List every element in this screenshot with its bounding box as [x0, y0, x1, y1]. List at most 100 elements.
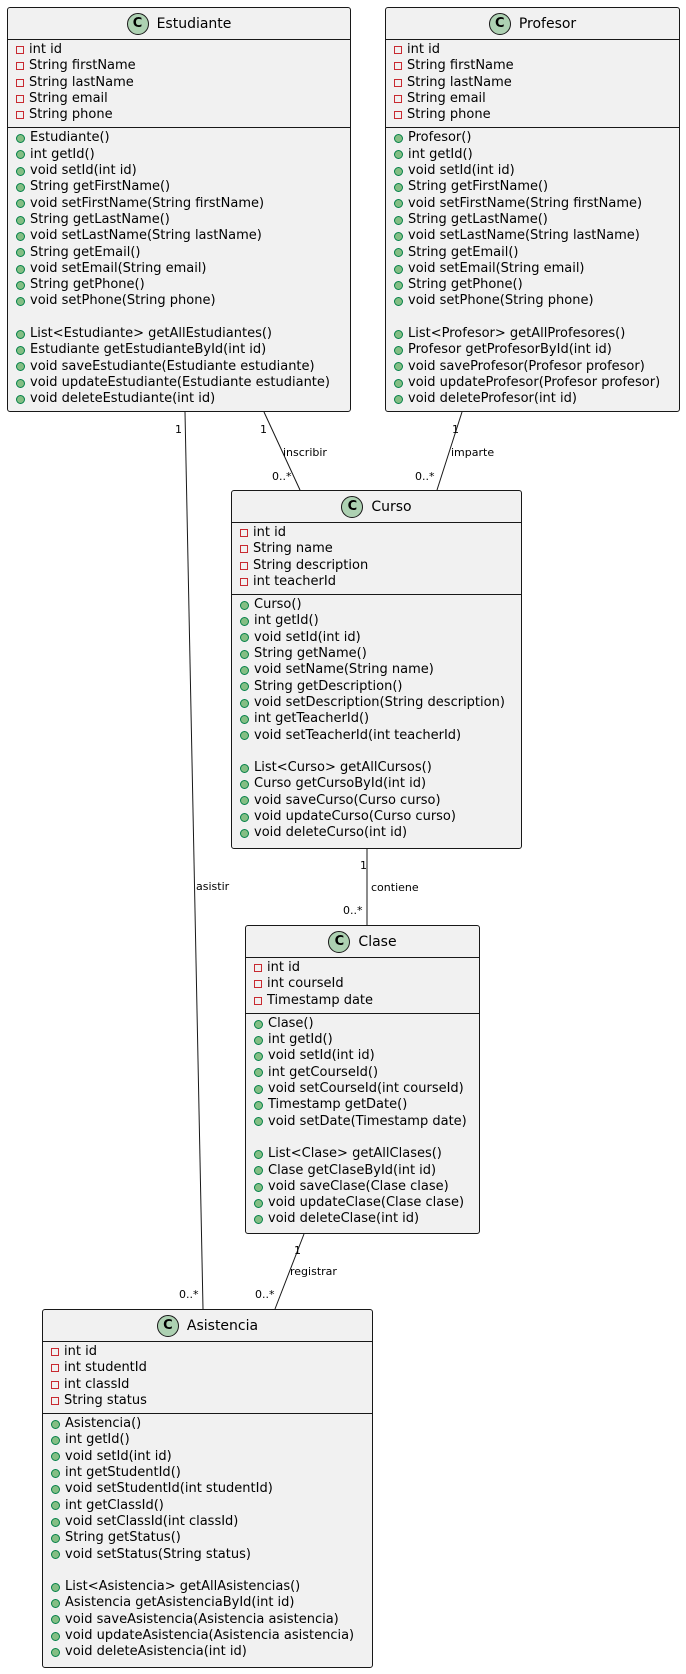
public-visibility-icon — [394, 362, 403, 372]
public-visibility-icon — [16, 215, 25, 225]
method-text: void updateClase(Clase clase) — [268, 1195, 465, 1211]
public-visibility-icon — [394, 199, 403, 209]
private-visibility-icon — [16, 46, 24, 55]
method-text: void setFirstName(String firstName) — [408, 195, 643, 211]
public-visibility-icon — [240, 666, 249, 676]
method: int getId() — [232, 613, 521, 629]
method: String getEmail() — [386, 245, 679, 261]
private-visibility-icon — [394, 46, 402, 55]
public-visibility-icon — [240, 649, 249, 659]
method-separator — [43, 1563, 372, 1579]
attribute-text: int id — [64, 1344, 97, 1359]
public-visibility-icon — [16, 362, 25, 372]
public-visibility-icon — [51, 1631, 60, 1641]
public-visibility-icon — [240, 682, 249, 692]
multiplicity-label: 1 — [360, 859, 367, 872]
method-text: void setLastName(String lastName) — [408, 228, 640, 244]
public-visibility-icon — [254, 1215, 263, 1225]
method-text: void setClassId(int classId) — [65, 1513, 239, 1529]
method-text: void setPhone(String phone) — [30, 293, 216, 309]
method-text: Clase() — [268, 1015, 314, 1031]
method-text: int getId() — [30, 146, 95, 162]
method: void setLastName(String lastName) — [386, 228, 679, 244]
class-stereotype-icon: C — [126, 12, 149, 35]
association-line — [274, 1233, 305, 1310]
public-visibility-icon — [394, 378, 403, 388]
public-visibility-icon — [240, 617, 249, 627]
method: void setEmail(String email) — [8, 261, 350, 277]
method: void updateClase(Clase clase) — [246, 1195, 479, 1211]
method-text: int getTeacherId() — [254, 711, 370, 727]
attribute: String description — [232, 558, 521, 574]
private-visibility-icon — [51, 1364, 59, 1373]
method: String getDescription() — [232, 679, 521, 695]
method-text: void setFirstName(String firstName) — [30, 195, 265, 211]
method: void setPhone(String phone) — [8, 293, 350, 309]
method-text: void deleteClase(int id) — [268, 1211, 420, 1227]
private-visibility-icon — [254, 964, 262, 973]
method-separator — [246, 1130, 479, 1146]
method: void setId(int id) — [386, 163, 679, 179]
method-text: Profesor getProfesorById(int id) — [408, 342, 612, 358]
class-header: C Estudiante — [8, 8, 350, 40]
method-text: void deleteEstudiante(int id) — [30, 391, 216, 407]
method: void updateProfesor(Profesor profesor) — [386, 375, 679, 391]
method-text: List<Profesor> getAllProfesores() — [408, 326, 626, 342]
attribute-text: String description — [253, 557, 369, 573]
method: Clase getClaseById(int id) — [246, 1163, 479, 1179]
method: String getFirstName() — [8, 179, 350, 195]
relation-label: contiene — [371, 881, 419, 894]
attribute-text: String email — [407, 90, 486, 106]
method-text: String getStatus() — [65, 1530, 181, 1546]
attribute: int id — [8, 42, 350, 58]
relation-label: imparte — [451, 446, 494, 459]
method: int getStudentId() — [43, 1465, 372, 1481]
public-visibility-icon — [51, 1550, 60, 1560]
attribute: int id — [386, 42, 679, 58]
public-visibility-icon — [16, 329, 25, 339]
method: String getName() — [232, 646, 521, 662]
public-visibility-icon — [394, 231, 403, 241]
association-line — [436, 411, 463, 491]
attribute: int courseId — [246, 976, 479, 992]
method: List<Asistencia> getAllAsistencias() — [43, 1579, 372, 1595]
attribute: int classId — [43, 1377, 372, 1393]
method-text: void updateCurso(Curso curso) — [254, 809, 456, 825]
relation-label: asistir — [196, 880, 230, 893]
method: String getEmail() — [8, 245, 350, 261]
attribute: String firstName — [386, 58, 679, 74]
method: void setFirstName(String firstName) — [386, 196, 679, 212]
attribute: String firstName — [8, 58, 350, 74]
public-visibility-icon — [16, 199, 25, 209]
method-text: String getDescription() — [254, 678, 403, 694]
method: Profesor() — [386, 130, 679, 146]
public-visibility-icon — [394, 264, 403, 274]
public-visibility-icon — [51, 1485, 60, 1495]
class-name: Estudiante — [156, 15, 232, 32]
method-text: int getCourseId() — [268, 1064, 379, 1080]
public-visibility-icon — [394, 166, 403, 176]
attribute: String lastName — [386, 75, 679, 91]
public-visibility-icon — [240, 780, 249, 790]
public-visibility-icon — [51, 1647, 60, 1657]
public-visibility-icon — [240, 763, 249, 773]
method-text: Estudiante() — [30, 130, 110, 146]
association-line — [184, 411, 204, 1310]
method: void setLastName(String lastName) — [8, 228, 350, 244]
method: Curso getCursoById(int id) — [232, 776, 521, 792]
multiplicity-label: 0..* — [255, 1288, 275, 1301]
attribute: String email — [386, 91, 679, 107]
private-visibility-icon — [254, 996, 262, 1005]
method: void saveCurso(Curso curso) — [232, 793, 521, 809]
method: int getId() — [386, 147, 679, 163]
